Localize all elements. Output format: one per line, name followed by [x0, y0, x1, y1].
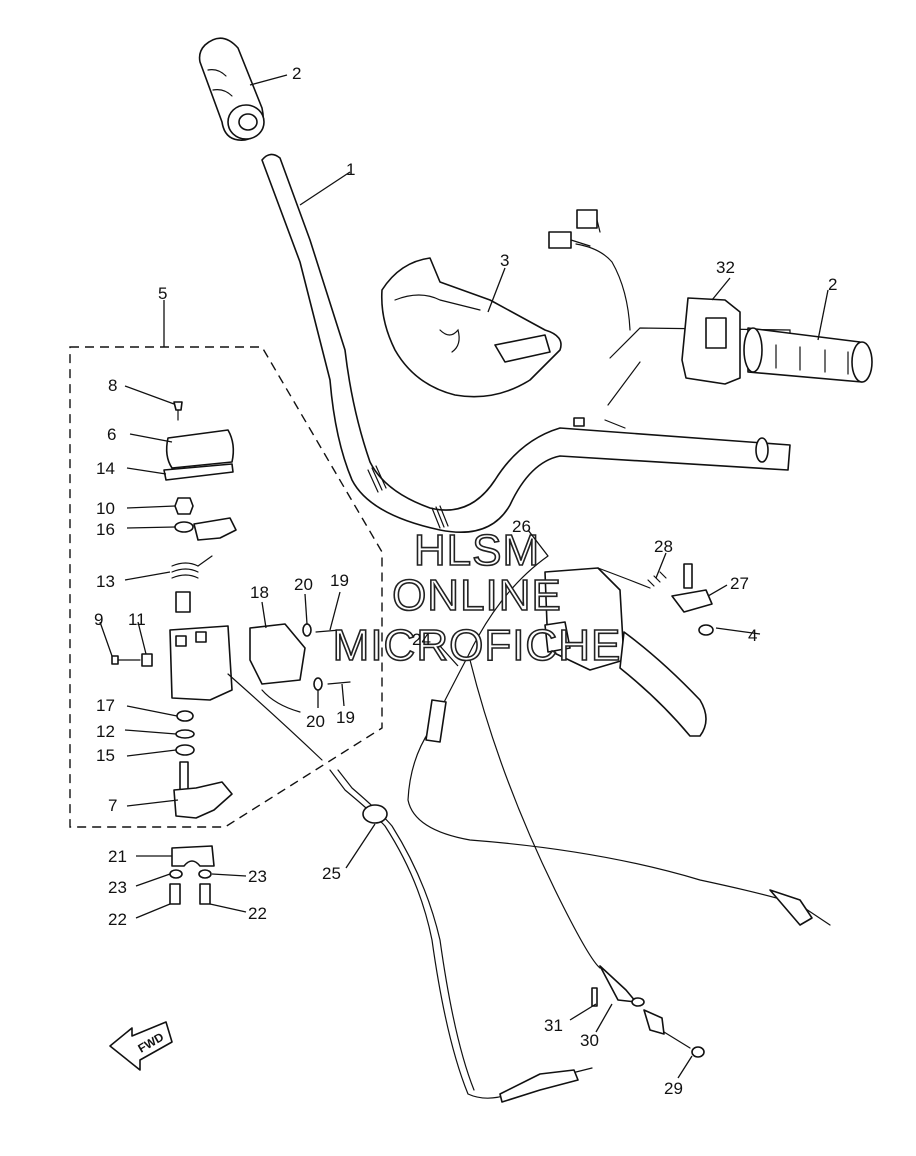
callout-19-upper: 19 [330, 571, 349, 590]
callout-22-left: 22 [108, 910, 127, 929]
watermark-line-1: HLSM [414, 526, 540, 575]
watermark-line-2: ONLINE [392, 571, 562, 620]
handlebar-part-1 [261, 153, 791, 533]
callout-32: 32 [716, 258, 735, 277]
callout-4: 4 [748, 626, 757, 645]
callout-12: 12 [96, 722, 115, 741]
callout-28: 28 [654, 537, 673, 556]
callout-2-left: 2 [292, 64, 301, 83]
callout-23-right: 23 [248, 867, 267, 886]
callout-23-left: 23 [108, 878, 127, 897]
grip-right-part-2 [743, 327, 873, 383]
leader-lines [99, 74, 829, 1079]
callout-22-right: 22 [248, 904, 267, 923]
clamp-parts [169, 845, 215, 905]
right-switch-part-32 [548, 209, 741, 385]
callout-19-lower: 19 [336, 708, 355, 727]
cable-parts [329, 555, 831, 1103]
callout-15: 15 [96, 746, 115, 765]
callout-10: 10 [96, 499, 115, 518]
callout-1: 1 [346, 160, 355, 179]
callout-13: 13 [96, 572, 115, 591]
callout-24: 24 [412, 630, 431, 649]
callout-17: 17 [96, 696, 115, 715]
callout-21: 21 [108, 847, 127, 866]
callout-20-upper: 20 [294, 575, 313, 594]
callout-26: 26 [512, 517, 531, 536]
callout-3: 3 [500, 251, 509, 270]
callout-20-lower: 20 [306, 712, 325, 731]
callout-31: 31 [544, 1016, 563, 1035]
callout-6: 6 [107, 425, 116, 444]
assembly-5-boundary [69, 346, 383, 828]
left-switch-parts [111, 401, 351, 819]
callout-5: 5 [158, 284, 167, 303]
grip-left-part-2 [198, 37, 265, 141]
callout-29: 29 [664, 1079, 683, 1098]
callout-14: 14 [96, 459, 115, 478]
callout-7: 7 [108, 796, 117, 815]
callout-numbers: 1 2 2 3 4 5 6 7 8 9 10 11 12 13 14 15 16… [94, 64, 837, 1098]
brake-lever-assembly [544, 563, 714, 737]
handlebar-cover-part-3 [380, 257, 562, 398]
callout-2-right: 2 [828, 275, 837, 294]
watermark-line-3: MICROFICHE [333, 621, 622, 670]
callout-16: 16 [96, 520, 115, 539]
callout-8: 8 [108, 376, 117, 395]
callout-30: 30 [580, 1031, 599, 1050]
callout-11: 11 [128, 610, 146, 629]
fwd-arrow: FWD [109, 1021, 173, 1071]
watermark: HLSM ONLINE MICROFICHE [332, 525, 622, 671]
callout-27: 27 [730, 574, 749, 593]
callout-9: 9 [94, 610, 103, 629]
callout-25: 25 [322, 864, 341, 883]
callout-18: 18 [250, 583, 269, 602]
